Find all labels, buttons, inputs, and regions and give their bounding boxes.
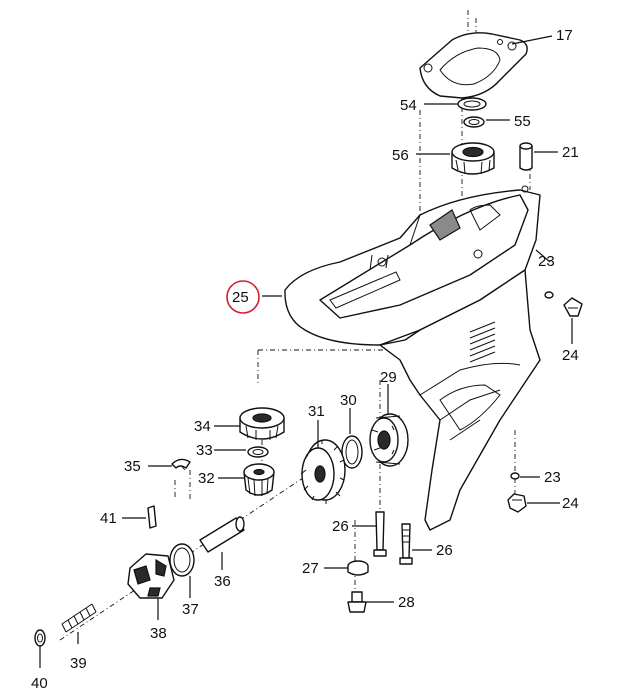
part-55-o-ring	[463, 116, 485, 128]
leader-lines	[39, 35, 573, 668]
part-32-pinion	[243, 463, 275, 497]
part-23-gasket-lower	[510, 472, 520, 480]
callout-30: 30	[340, 392, 357, 409]
callout-21: 21	[562, 144, 579, 161]
callout-38: 38	[150, 625, 167, 642]
callout-34: 34	[194, 418, 211, 435]
callout-36: 36	[214, 573, 231, 590]
part-29-bearing-housing	[369, 413, 409, 467]
callout-31: 31	[308, 403, 325, 420]
callout-33: 33	[196, 442, 213, 459]
callout-23-lower: 23	[544, 469, 561, 486]
callout-41: 41	[100, 510, 117, 527]
callout-17: 17	[556, 27, 573, 44]
callout-37: 37	[182, 601, 199, 618]
part-56-bearing	[451, 142, 495, 175]
part-27-washer	[347, 560, 369, 576]
callout-28: 28	[398, 594, 415, 611]
part-24-plug-lower	[507, 493, 527, 513]
callout-24-upper: 24	[562, 347, 579, 364]
callout-27: 27	[302, 560, 319, 577]
callout-54: 54	[400, 97, 417, 114]
part-40-ring	[34, 629, 46, 647]
part-31-gear	[300, 439, 346, 504]
part-41-key	[147, 505, 157, 529]
part-35-circlip	[171, 458, 191, 469]
callout-25-highlight-circle	[226, 280, 260, 314]
callout-labels: 17 54 55 56 21 23 25 24 29 30 31 34 33 3…	[31, 27, 579, 692]
callout-25: 25	[232, 289, 249, 306]
part-54-oil-seal	[457, 97, 487, 111]
part-30-o-ring	[341, 435, 363, 469]
part-21-dowel-pin	[519, 142, 533, 171]
part-36-shaft	[199, 516, 245, 553]
callout-23-upper: 23	[538, 253, 555, 270]
part-38-clutch	[127, 553, 175, 599]
callout-39: 39	[70, 655, 87, 672]
part-17-gasket	[419, 32, 528, 99]
part-28-bolt	[347, 591, 367, 613]
part-25-upper-casing	[284, 185, 541, 531]
callout-40: 40	[31, 675, 48, 692]
part-26-bolt-a	[373, 511, 387, 557]
callout-26-left: 26	[332, 518, 349, 535]
callout-26-right: 26	[436, 542, 453, 559]
callout-24-lower: 24	[562, 495, 579, 512]
part-23-gasket-upper	[544, 291, 554, 299]
part-34-bearing	[239, 407, 285, 440]
part-37-o-ring	[169, 543, 195, 577]
callout-35: 35	[124, 458, 141, 475]
callout-32: 32	[198, 470, 215, 487]
callout-55: 55	[514, 113, 531, 130]
callout-56: 56	[392, 147, 409, 164]
part-39-spring	[61, 603, 97, 633]
part-33-shim	[247, 446, 269, 458]
callout-29: 29	[380, 369, 397, 386]
part-24-plug-upper	[563, 297, 583, 317]
part-26-bolt-b	[399, 523, 413, 565]
